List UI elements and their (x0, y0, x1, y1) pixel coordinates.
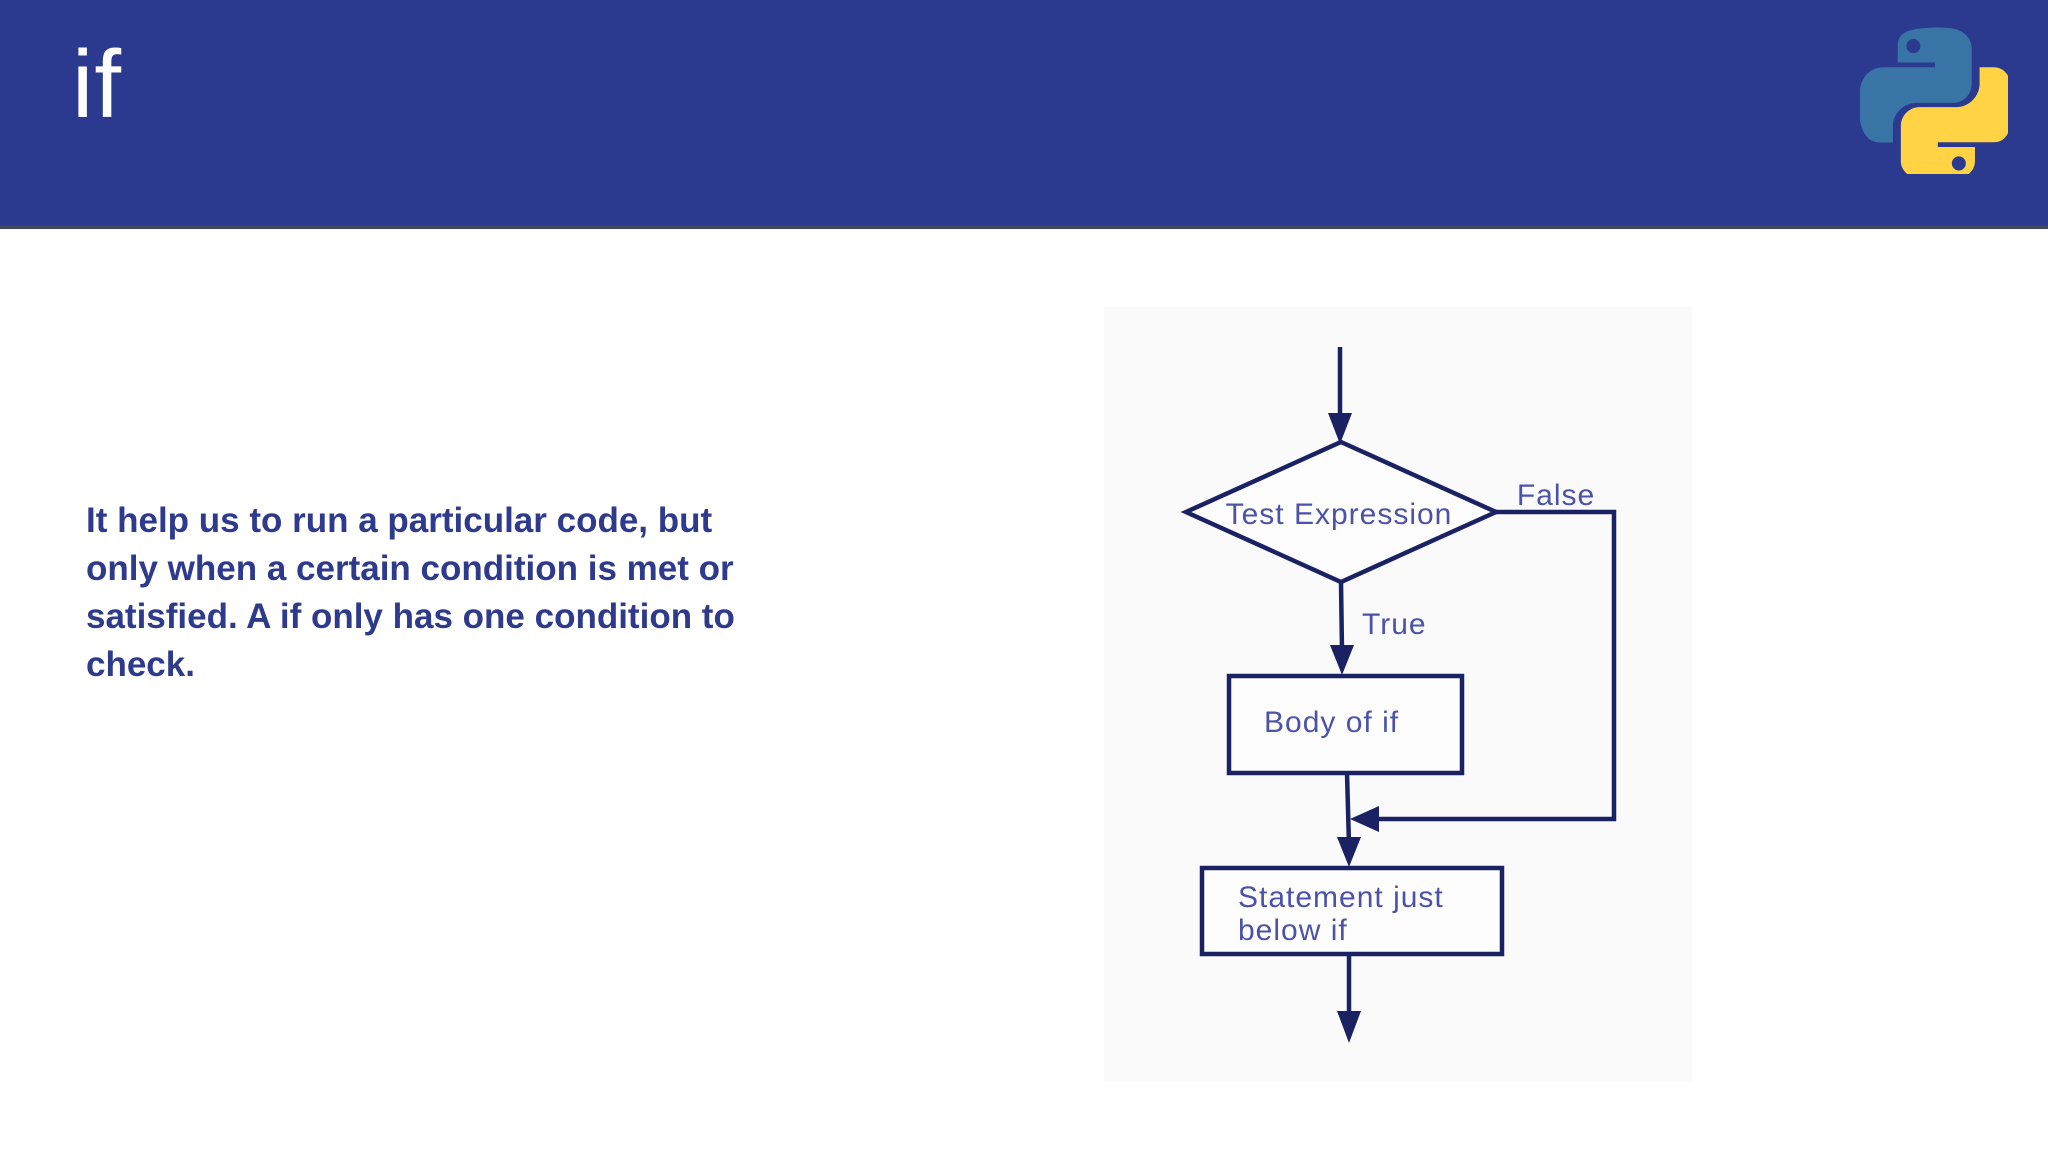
description-text: It help us to run a particular code, but… (86, 497, 886, 689)
python-logo-icon (1860, 27, 2008, 174)
description-line: satisfied. A if only has one condition t… (86, 597, 735, 636)
entry-arrowhead-icon (1328, 413, 1352, 444)
exit-arrowhead-icon (1337, 1011, 1361, 1043)
true-label: True (1362, 608, 1427, 641)
body-of-if-label: Body of if (1264, 706, 1399, 739)
true-branch-arrowhead-icon (1330, 645, 1354, 675)
false-branch-line (1376, 509, 1617, 822)
description-line: check. (86, 645, 195, 684)
true-branch-line (1338, 581, 1345, 652)
statement-label-line2: below if (1238, 914, 1348, 947)
flowchart: Test Expression False True Body of if St… (1104, 307, 1692, 1082)
connector-line (1344, 772, 1352, 846)
statement-label-line1: Statement just (1238, 881, 1444, 914)
body-of-if-box (1226, 673, 1465, 776)
description-line: only when a certain condition is met or (86, 549, 734, 588)
python-logo-snakes (1860, 27, 2008, 174)
decision-label: Test Expression (1226, 498, 1453, 531)
false-label: False (1517, 479, 1595, 512)
slide-title: if (72, 31, 122, 138)
header-bar: if (0, 0, 2048, 229)
false-branch-arrowhead-icon (1350, 806, 1379, 832)
statement-box (1199, 865, 1505, 957)
connector-arrowhead-icon (1337, 837, 1361, 867)
description-line: It help us to run a particular code, but (86, 501, 713, 540)
